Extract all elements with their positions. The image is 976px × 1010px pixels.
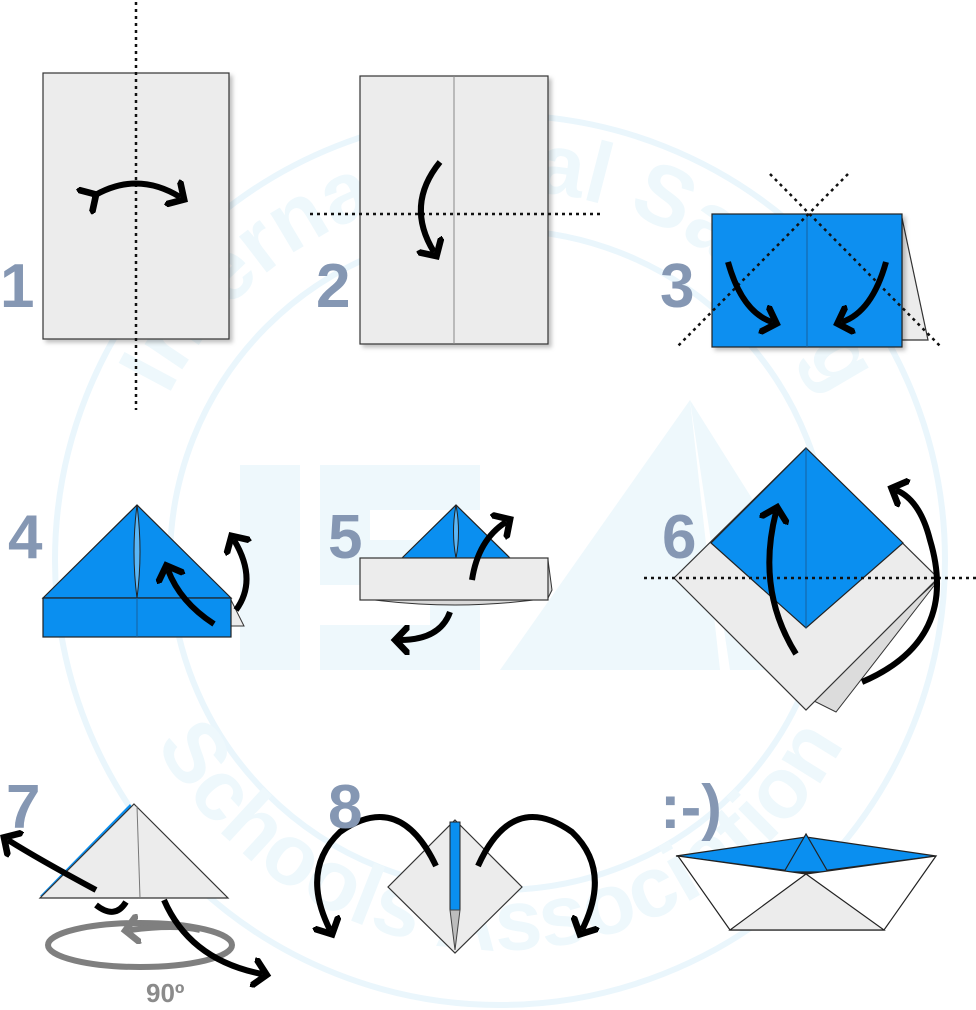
step-5: 5 (328, 503, 553, 640)
center-seam (453, 504, 459, 559)
fold-back-arrow (400, 610, 453, 640)
white-brim (359, 557, 549, 601)
rotation-degrees-label: 90º (146, 978, 185, 1008)
fold-up-arrow (469, 522, 506, 581)
step-number-3: 3 (660, 252, 694, 321)
step-2: 2 (310, 75, 600, 345)
step-number-4: 4 (8, 503, 43, 572)
fold-arrow-right (842, 261, 889, 322)
blue-peak (782, 832, 830, 873)
fold-up-arrow-front (769, 512, 799, 656)
center-crease (136, 805, 141, 899)
fold-arrow-left (725, 261, 772, 322)
smiley-label: :-) (660, 773, 722, 842)
fold-down-arrow (421, 160, 440, 252)
step-1: 1 (0, 2, 230, 410)
pull-arrow-left (8, 840, 98, 893)
center-slit-blue (449, 821, 461, 911)
step-number-1: 1 (0, 252, 34, 321)
fold-up-arrow-back (860, 490, 940, 685)
paper-back-flap (901, 217, 929, 341)
fold-line-right (769, 173, 943, 349)
step-4: 4 (8, 503, 247, 638)
tuck-arrow (94, 900, 129, 915)
step-number-6: 6 (662, 503, 696, 572)
step-number-2: 2 (316, 252, 350, 321)
flip-arrow (92, 184, 180, 198)
pull-arrow-right (475, 814, 595, 930)
finished-boat: :-) (660, 773, 938, 931)
step-number-8: 8 (328, 773, 362, 842)
step-8: 8 (317, 773, 595, 954)
rotation-arrow (130, 927, 201, 930)
white-triangle (38, 803, 230, 899)
step-6: 6 (644, 447, 976, 713)
step-number-7: 7 (6, 773, 40, 842)
fold-up-arrow-front (168, 570, 216, 627)
fold-line-left (675, 173, 849, 349)
fold-up-arrow-back (234, 540, 247, 612)
step-3: 3 (660, 173, 943, 349)
pull-arrow-left (317, 814, 439, 930)
pull-arrow-right (161, 898, 262, 974)
center-slit-grey (449, 909, 461, 951)
hull-center (728, 873, 886, 931)
step-7: 7 90º (6, 773, 262, 1008)
step-number-5: 5 (328, 503, 362, 572)
